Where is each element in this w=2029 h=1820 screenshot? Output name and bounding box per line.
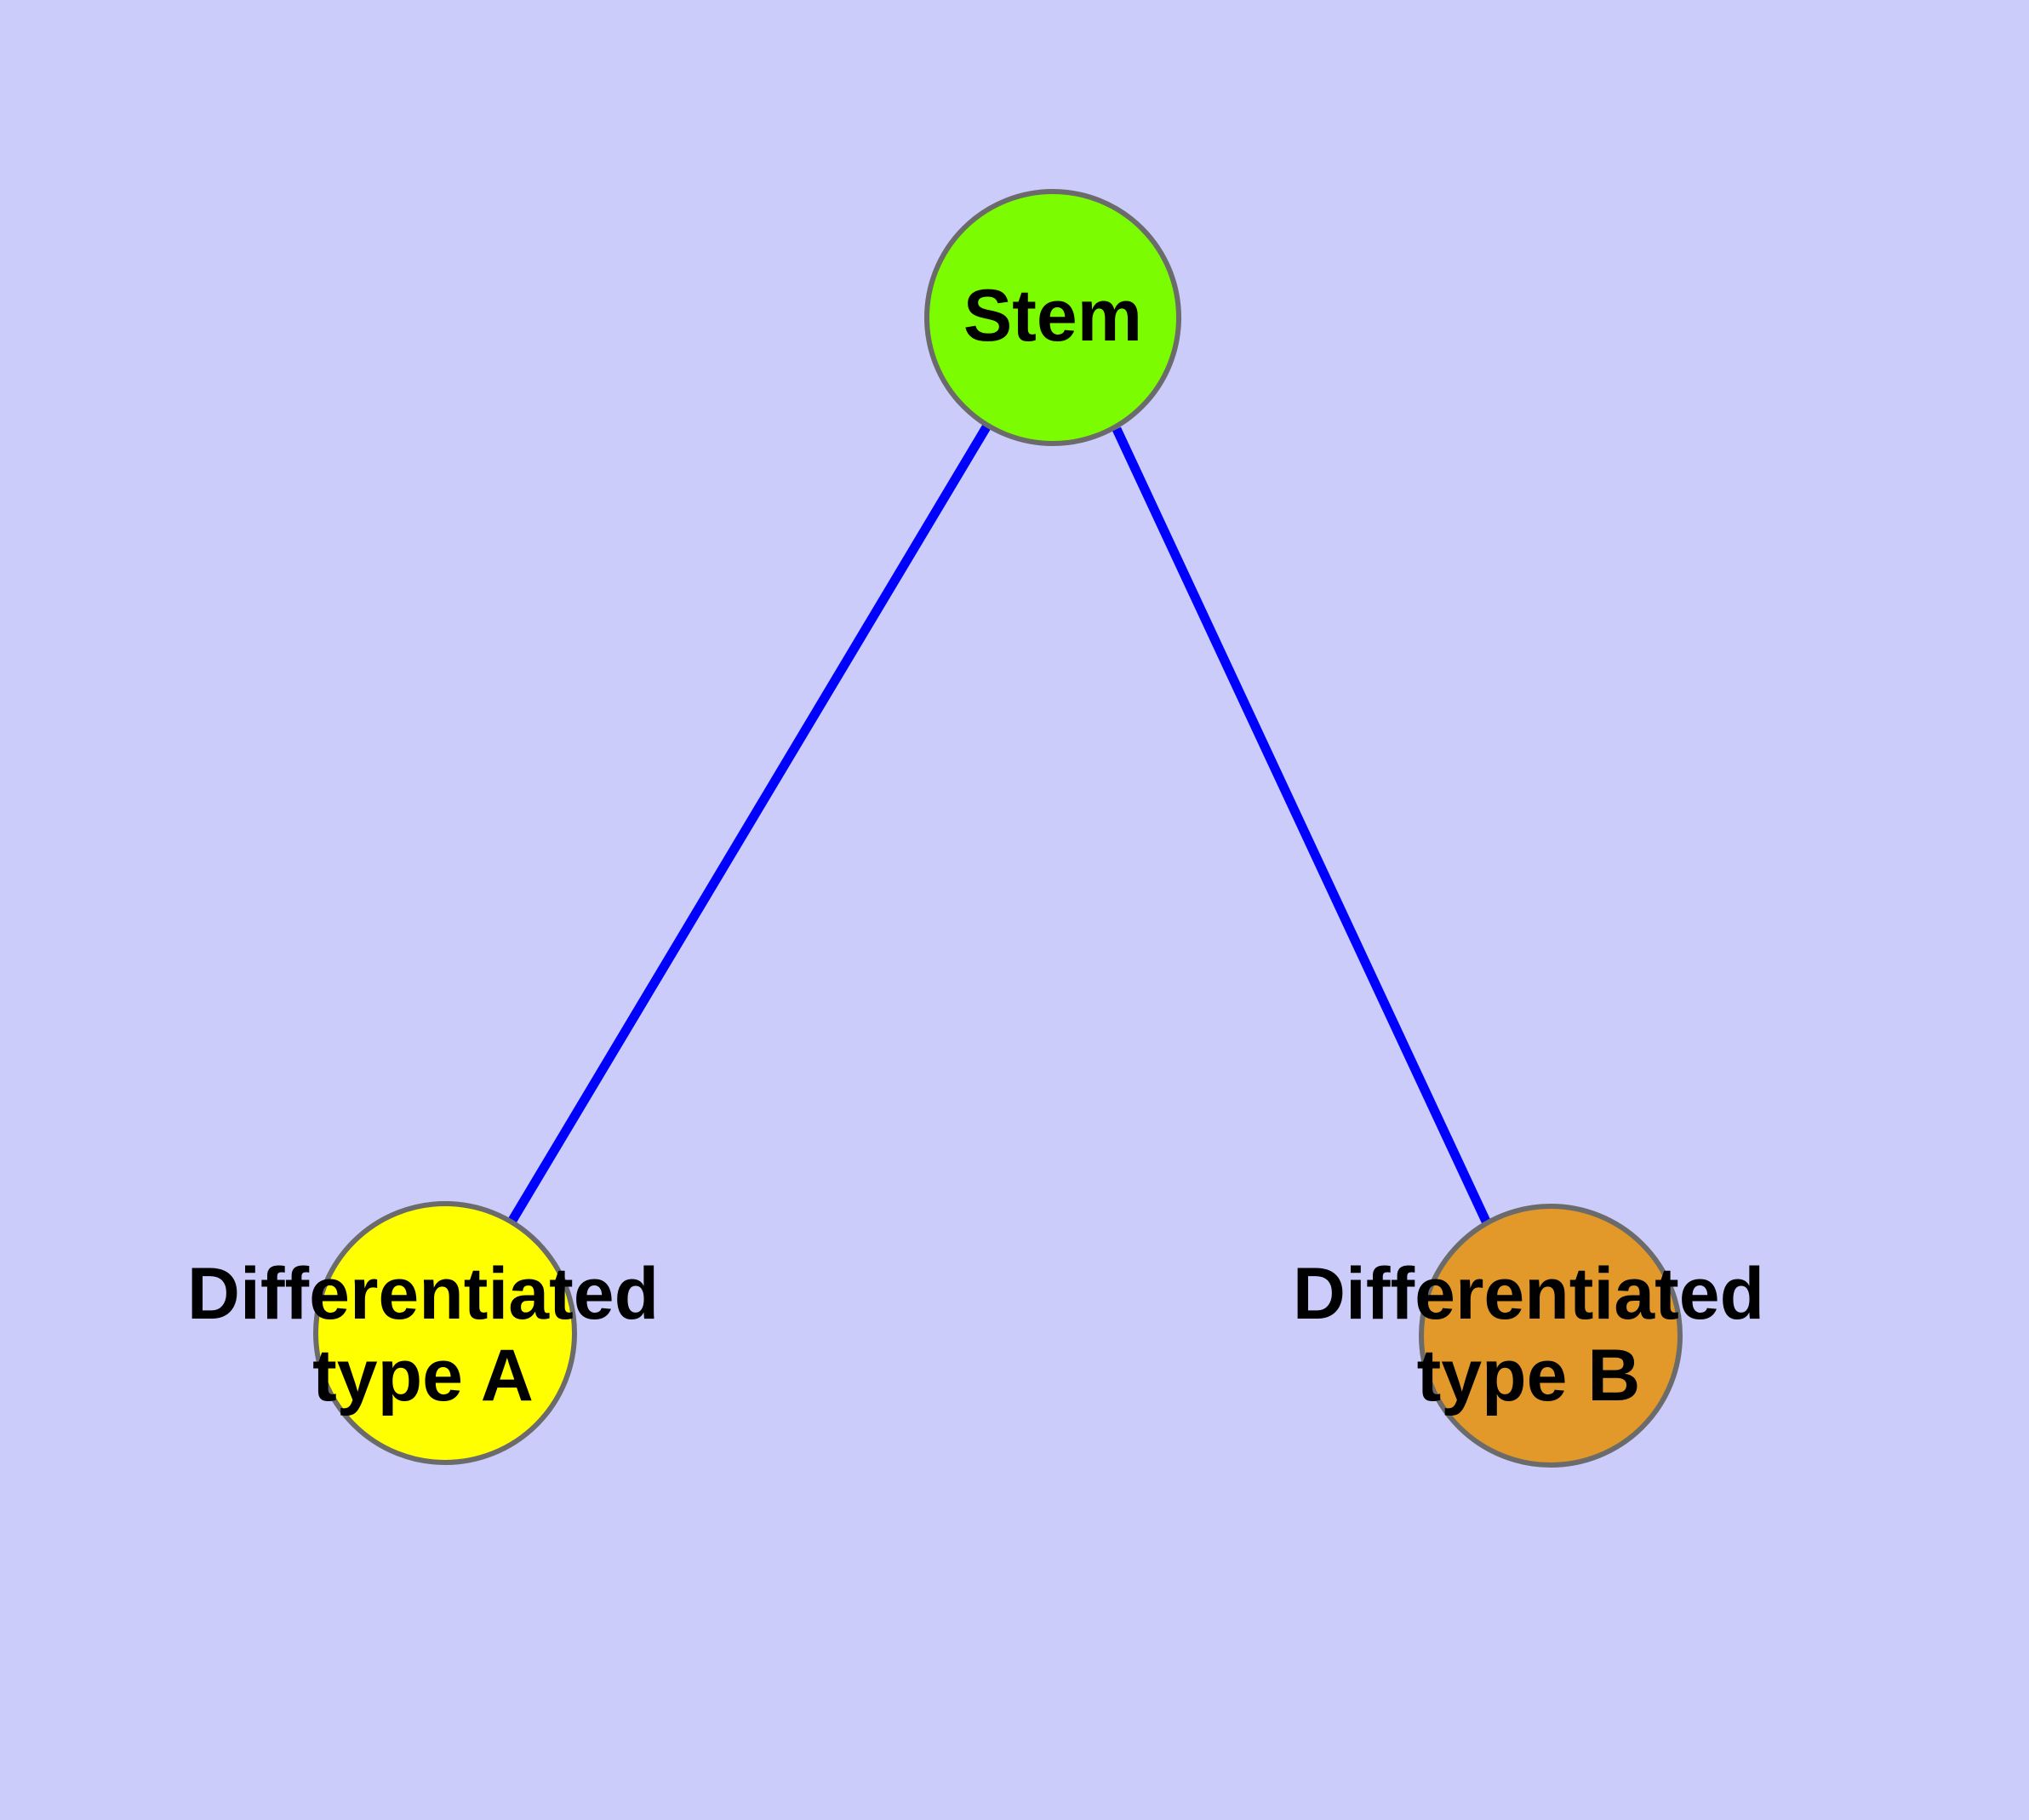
node-circle-stem[interactable] xyxy=(924,189,1181,446)
graph-edge-stem-to-diff-b xyxy=(1112,426,1492,1228)
node-label-stem: Stem xyxy=(963,275,1142,357)
node-label-line: type B xyxy=(1417,1335,1641,1417)
node-label-line: Stem xyxy=(963,275,1142,357)
node-label-line: type A xyxy=(312,1335,534,1417)
node-label-line: Differentiated xyxy=(1293,1253,1764,1335)
edges-layer xyxy=(506,423,1492,1228)
node-circle-diff_b[interactable] xyxy=(1419,1204,1683,1468)
graph-node-stem[interactable]: Stem xyxy=(924,189,1181,446)
node-circle-diff_a[interactable] xyxy=(313,1201,577,1465)
graph-edge-stem-to-diff-a xyxy=(506,423,992,1226)
node-label-line: Differentiated xyxy=(187,1253,659,1335)
